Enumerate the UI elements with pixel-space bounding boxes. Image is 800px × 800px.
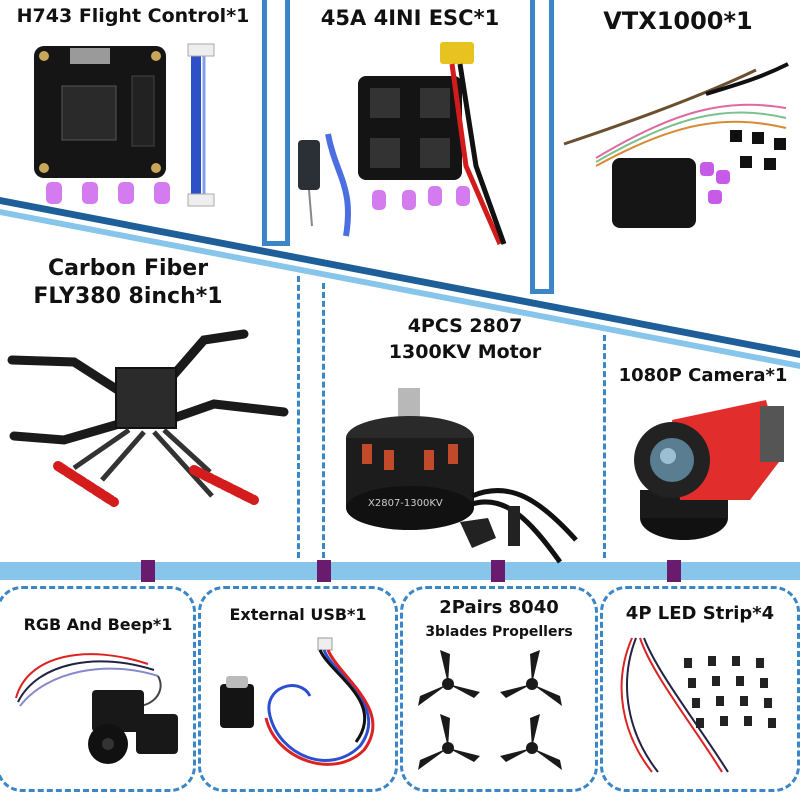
top-frame-left — [262, 0, 290, 246]
motor-label-line1: 4PCS 2807 — [407, 315, 523, 337]
propellers-image — [418, 650, 562, 770]
rail-connector-4 — [667, 560, 681, 582]
frame-label-line1: Carbon Fiber — [47, 256, 209, 281]
camera-image — [634, 400, 784, 540]
vtx-label: VTX1000*1 — [603, 7, 753, 35]
usb-label: External USB*1 — [229, 605, 367, 624]
rail-connector-1 — [141, 560, 155, 582]
rgb-beep-label: RGB And Beep*1 — [23, 615, 173, 634]
propellers-label-line1: 2Pairs 8040 — [439, 597, 559, 618]
camera-label: 1080P Camera*1 — [618, 365, 788, 386]
frame-label-line2: FLY380 8inch*1 — [33, 284, 223, 309]
propellers-label-line2: 3blades Propellers — [425, 624, 573, 640]
dashed-divider-3 — [603, 335, 606, 558]
drone-frame-image — [7, 329, 289, 507]
rail-connector-2 — [317, 560, 331, 582]
rgb-beep-image — [15, 653, 178, 764]
motor-label-line2: 1300KV Motor — [388, 341, 542, 363]
rail-connector-3 — [491, 560, 505, 582]
led-strip-image — [620, 637, 776, 773]
bottom-rail — [0, 562, 800, 580]
flight-controller-label: H743 Flight Control*1 — [16, 5, 250, 27]
dashed-divider-1 — [297, 276, 300, 558]
motor-image: X2807-1300KV — [346, 388, 578, 564]
esc-label: 45A 4INI ESC*1 — [320, 6, 500, 30]
usb-image — [220, 637, 375, 766]
motor-printed-model: X2807-1300KV — [368, 498, 443, 509]
esc-image — [298, 42, 507, 245]
led-strip-label: 4P LED Strip*4 — [625, 603, 775, 624]
top-frame-right — [530, 0, 554, 294]
dashed-divider-2 — [322, 283, 325, 558]
vtx-image — [563, 62, 789, 228]
flight-controller-image — [34, 43, 215, 207]
led-strip-box — [600, 586, 800, 792]
